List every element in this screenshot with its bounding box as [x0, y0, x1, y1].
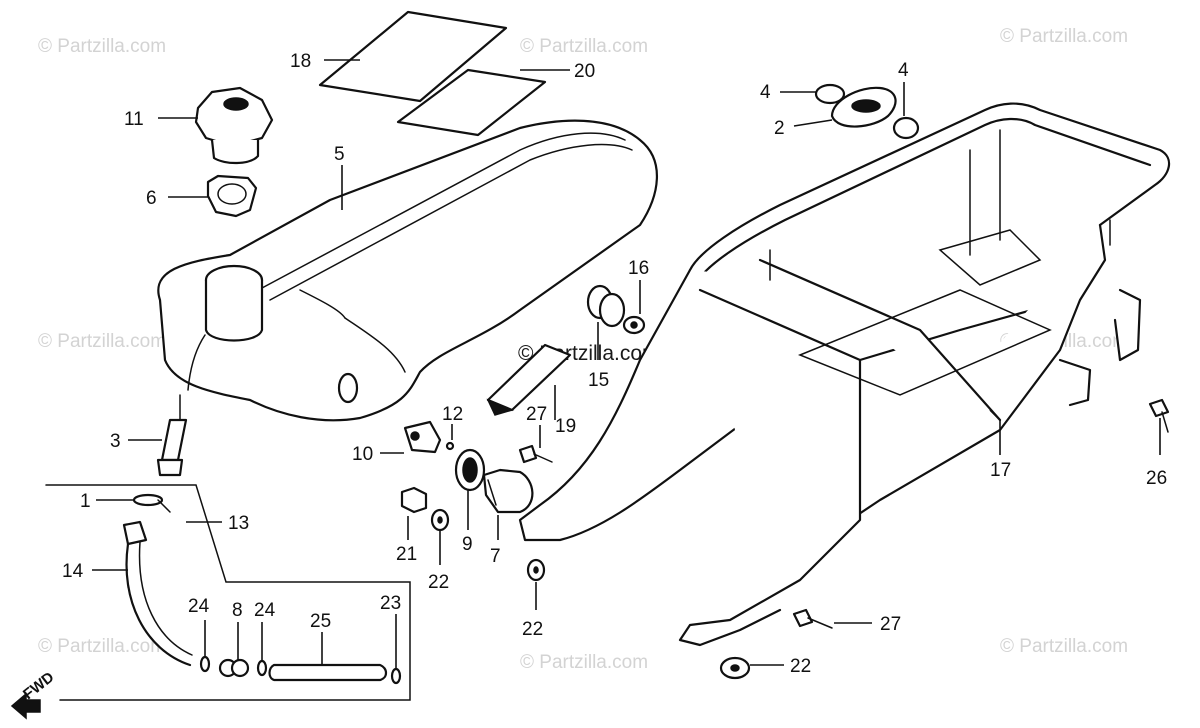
callout-10: 10: [352, 444, 373, 465]
clip-24-right: [256, 659, 268, 677]
callout-18: 18: [290, 51, 311, 72]
inset-box: [45, 484, 411, 701]
callout-4-left: 4: [760, 82, 771, 103]
fuel-tank: [157, 119, 659, 422]
bolt-27-upper: [518, 444, 553, 464]
grommet-2: [830, 86, 897, 128]
packing-12: [445, 441, 455, 451]
callout-22-center: 22: [522, 619, 543, 640]
watermark-top-right: © Partzilla.com: [1000, 26, 1128, 47]
clip-23: [390, 667, 402, 685]
watermark-bottom-left: © Partzilla.com: [38, 636, 166, 657]
callout-27-lower: 27: [880, 614, 901, 635]
watermark-top-left: © Partzilla.com: [38, 36, 166, 57]
fwd-label: FWD: [20, 669, 58, 704]
cap-gasket: [206, 174, 258, 218]
callout-14: 14: [62, 561, 84, 582]
clip-24-left: [199, 655, 211, 673]
cap-7: [482, 468, 534, 514]
callout-21: 21: [396, 544, 417, 565]
callout-22-lower: 22: [790, 656, 811, 677]
callout-22-left: 22: [428, 572, 449, 593]
callout-26: 26: [1146, 468, 1167, 489]
callout-2: 2: [774, 118, 785, 139]
callout-1: 1: [80, 491, 91, 512]
leader-lines: [92, 59, 1161, 668]
decal-18: [318, 10, 508, 103]
bolt-26: [1148, 398, 1170, 433]
cushion-15: [586, 284, 626, 328]
watermark-top-center: © Partzilla.com: [520, 36, 648, 57]
watermark-bottom-right: © Partzilla.com: [1000, 636, 1128, 657]
callout-3: 3: [110, 431, 121, 452]
callout-7: 7: [490, 546, 501, 567]
watermark-mid-left: © Partzilla.com: [38, 331, 166, 352]
fuel-joint-3: [156, 394, 188, 477]
callout-12: 12: [442, 404, 463, 425]
callout-4-right: 4: [898, 60, 909, 81]
callout-27-upper: 27: [526, 404, 547, 425]
petcock-hole: [337, 372, 359, 404]
callout-15: 15: [588, 370, 609, 391]
callout-24-right: 24: [254, 600, 276, 621]
callout-20: 20: [574, 61, 595, 82]
nut-21: [400, 486, 428, 514]
callout-labels: 18 20 11 5 6 4 4 2 16 15 12 27 19 10 3 1…: [62, 51, 1167, 677]
callout-19: 19: [555, 416, 576, 437]
cushion-4-right: [892, 116, 920, 140]
callout-24-left: 24: [188, 596, 210, 617]
watermark-bottom-center: © Partzilla.com: [520, 652, 648, 673]
rear-frame: [518, 102, 1171, 647]
callout-9: 9: [462, 534, 473, 555]
callout-17: 17: [990, 460, 1011, 481]
decal-20: [396, 68, 547, 137]
cushion-4-left: [814, 83, 846, 105]
fwd-arrow-icon: FWD: [10, 669, 58, 720]
callout-25: 25: [310, 611, 331, 632]
fuel-tube-14: [122, 520, 193, 667]
clip-1: [132, 493, 171, 513]
callout-5: 5: [334, 144, 345, 165]
callout-23: 23: [380, 593, 401, 614]
fuel-cock-10: [403, 420, 442, 454]
filter-8: [218, 658, 250, 678]
callout-16: 16: [628, 258, 649, 279]
callout-6: 6: [146, 188, 157, 209]
callout-13: 13: [228, 513, 249, 534]
fuel-cap: [194, 86, 274, 165]
callout-11: 11: [124, 109, 144, 130]
bolt-27-lower: [792, 608, 833, 629]
plate-19: [486, 343, 572, 416]
fuel-tube-25: [268, 663, 388, 682]
callout-8: 8: [232, 600, 243, 621]
